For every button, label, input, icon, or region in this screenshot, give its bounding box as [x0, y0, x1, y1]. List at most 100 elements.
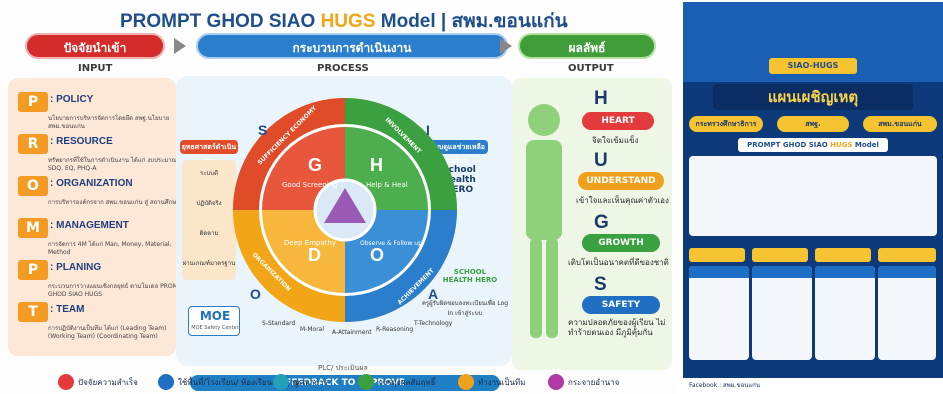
bottom-word: T-Technology [414, 320, 453, 327]
quadrant-label-d: Deep Empathy [284, 239, 336, 247]
ring-letter-a: A [428, 286, 438, 302]
output-letter: H [594, 88, 608, 109]
input-desc: นโยบายการบริหารจัดการโดยยึด สพฐ.นโยบาย ส… [48, 115, 170, 130]
care-system-box: ระบบดูแลช่วยเหลือนักเรียน [424, 140, 488, 165]
legend-icon [273, 374, 289, 390]
legend-label: ทำงานเป็นทีม [478, 378, 526, 387]
bottom-word: M-Moral [300, 326, 324, 333]
input-label: : MANAGEMENT [50, 220, 129, 231]
bottom-word: R-Reasoning [376, 326, 414, 333]
input-desc: การบริหารองค์กรจาก สพม.ขอนแก่น สู่ สถานศ… [48, 199, 180, 206]
plan-step: สพม.ขอนแก่น [863, 116, 937, 132]
output-header: ผลลัพธ์ [518, 33, 656, 59]
output-desc: ความปลอดภัยของผู้เรียน ไม่ทำร้ายตนเอง มี… [568, 318, 666, 337]
legend-icon [458, 374, 474, 390]
output-desc: เติบโตเป็นอนาคตที่ดีของชาติ [568, 258, 669, 267]
strategy-step: ปฏิบัติจริง [196, 200, 222, 207]
quadrant-label-o: Observe & Follow up [360, 240, 422, 247]
plan-category [878, 248, 936, 262]
plan-step: สพฐ. [777, 116, 849, 132]
strategy-step: ระบบดี [200, 170, 218, 177]
legend-label: การมุ่งผลสัมฤทธิ์ [378, 378, 436, 387]
plan-footer: Facebook : สพม.ขอนแก่น [683, 378, 943, 394]
legend-icon [548, 374, 564, 390]
input-letter: P [18, 260, 48, 280]
page-title: PROMPT GHOD SIAO HUGS Model | สพม.ขอนแก่… [120, 11, 568, 32]
input-letter: T [18, 302, 48, 322]
legend-icon [158, 374, 174, 390]
moe-subtitle: MOE Safety Center [191, 325, 239, 331]
siao-hugs-logo: SIAO-HUGS [769, 58, 857, 74]
output-sublabel: OUTPUT [568, 63, 614, 74]
strategy-panel: ระบบดี ปฏิบัติจริง ติดตาม ผ่านเกณฑ์มาตรฐ… [182, 160, 236, 280]
quadrant-letter-h: H [370, 155, 383, 175]
plan-card [689, 266, 749, 360]
input-column: P : POLICY นโยบายการบริหารจัดการโดยยึด ส… [8, 78, 185, 356]
input-desc: การจัดการ 4M ได้แก่ Man, Money, Material… [48, 241, 172, 256]
process-wheel: G H O D Good Screening Help & Heal Obser… [233, 98, 457, 322]
model-panel: PROMPT GHOD SIAO HUGS Model | สพม.ขอนแก่… [8, 11, 672, 391]
input-letter: M [18, 218, 48, 238]
output-column: H HEART จิตใจเข้มแข็ง U UNDERSTAND เข้าใ… [512, 78, 672, 370]
plan-category [815, 248, 871, 262]
arrow-icon [174, 38, 186, 54]
bottom-word: S-Standard [262, 320, 296, 327]
quadrant-letter-g: G [308, 155, 322, 175]
ring-letter-i: I [426, 122, 430, 138]
output-letter: G [594, 212, 609, 233]
plan-flow [689, 156, 937, 236]
output-desc: จิตใจเข้มแข็ง [592, 136, 639, 145]
input-desc: กระบวนการวางแผนเชิงกลยุทธ์ ตามโมเดล PROM… [48, 283, 186, 298]
output-tag: UNDERSTAND [578, 172, 664, 190]
family-icon [324, 188, 366, 223]
output-desc: เข้าใจและเห็นคุณค่าตัวเอง [576, 196, 669, 205]
legend-icon [358, 374, 374, 390]
bottom-word: A-Attainment [332, 329, 372, 336]
input-label: : TEAM [50, 304, 85, 315]
input-letter: P [18, 92, 48, 112]
input-sublabel: INPUT [78, 63, 113, 74]
header-banner: SIAO-HUGS [683, 2, 943, 82]
legend-label: ใช้พื้นที่/โรงเรียน/ ห้องเรียนเป็นฐาน [178, 378, 300, 387]
ring-letter-o: O [250, 286, 261, 302]
legend-label: บูรณาการ [293, 378, 328, 387]
input-label: : POLICY [50, 94, 94, 105]
plan-category [689, 248, 745, 262]
output-tag: HEART [582, 112, 654, 130]
plan-card [815, 266, 875, 360]
school-hero-label: School Health HERO [442, 165, 476, 195]
plan-card [878, 266, 936, 360]
plan-category [752, 248, 808, 262]
legend-label: ปัจจัยความสำเร็จ [78, 378, 138, 387]
quadrant-label-g: Good Screening [282, 181, 338, 189]
input-label: : PLANING [50, 262, 102, 273]
input-letter: O [18, 176, 48, 196]
input-header: ปัจจัยนำเข้า [25, 33, 165, 59]
input-label: : ORGANIZATION [50, 178, 133, 189]
strategy-step: ผ่านเกณฑ์มาตรฐาน [182, 260, 236, 267]
feedback-bar: FEEDBACK TO IMPROVE [190, 375, 500, 391]
quadrant-letter-o: O [370, 245, 384, 265]
plan-step: กระทรวงศึกษาธิการ [689, 116, 763, 132]
output-tag: GROWTH [582, 234, 660, 252]
legend-label: กระจายอำนาจ [568, 378, 620, 387]
output-letter: U [594, 150, 608, 171]
ring-letter-s: S [258, 122, 267, 138]
quadrant-letter-d: D [308, 245, 321, 265]
plan-card [752, 266, 812, 360]
process-sublabel: PROCESS [317, 63, 369, 74]
output-tag: SAFETY [582, 296, 660, 314]
moe-title: MOE [199, 309, 231, 323]
arrow-icon [500, 38, 512, 54]
legend-icon [58, 374, 74, 390]
input-label: : RESOURCE [50, 136, 113, 147]
school-hero-logo: SCHOOL HEALTH HERO [442, 268, 498, 284]
contingency-plan-panel: SIAO-HUGS แผนเผชิญเหตุ กระทรวงศึกษาธิการ… [683, 2, 943, 394]
strategy-step: ติดตาม [199, 230, 219, 237]
input-desc: การปฏิบัติงานเป็นทีม ได้แก่ (Leading Tea… [48, 325, 167, 340]
plan-subtitle: PROMPT GHOD SIAO HUGS Model [738, 138, 888, 152]
input-letter: R [18, 134, 48, 154]
hero-note: ครูผู้รับผิดชอบลงทะเบียนเพื่อ Log In เข้… [421, 300, 509, 317]
output-letter: S [594, 274, 607, 295]
quadrant-label-h: Help & Heal [366, 181, 408, 189]
